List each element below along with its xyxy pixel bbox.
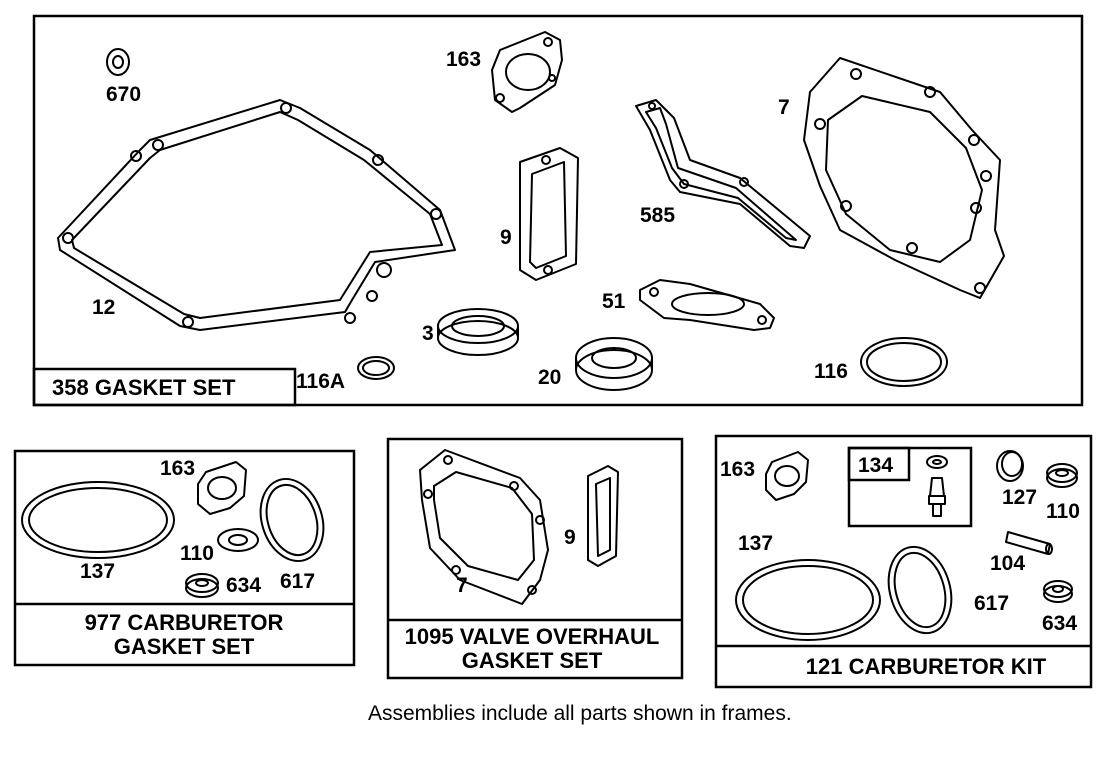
callout-134: 134 xyxy=(858,454,893,477)
kit-title-121: 121 CARBURETOR KIT xyxy=(806,654,1047,679)
callout-3: 3 xyxy=(422,322,434,345)
callout-137-a: 137 xyxy=(80,560,115,583)
callout-51: 51 xyxy=(602,290,626,313)
callout-116a: 116A xyxy=(296,370,345,393)
callout-634-b: 634 xyxy=(1042,612,1077,635)
callout-585: 585 xyxy=(640,204,675,227)
callout-110-b: 110 xyxy=(1046,500,1080,523)
assembly-note: Assemblies include all parts shown in fr… xyxy=(368,702,792,725)
frame-134-needle-and-seat: 134 xyxy=(847,446,973,528)
kit-title-358: 358 GASKET SET xyxy=(52,375,236,400)
part-137-ring xyxy=(21,481,175,559)
frame-1095-valve-overhaul-gasket-set: 1095 VALVE OVERHAUL GASKET SET xyxy=(386,437,684,680)
part-134-needle xyxy=(926,455,948,517)
callout-670: 670 xyxy=(106,83,141,106)
part-51-gasket xyxy=(639,279,775,331)
part-163-gasket-b xyxy=(197,461,247,515)
part-20-seal xyxy=(575,337,653,391)
part-163-gasket xyxy=(491,31,563,113)
callout-163-c: 163 xyxy=(720,458,755,481)
part-116a-oring xyxy=(357,356,395,380)
kit-title-1095-line1: 1095 VALVE OVERHAUL xyxy=(405,624,660,649)
callout-20: 20 xyxy=(538,366,561,389)
callout-110-a: 110 xyxy=(180,542,214,565)
callout-127: 127 xyxy=(1002,486,1037,509)
callout-163: 163 xyxy=(446,48,481,71)
callout-163-b: 163 xyxy=(160,457,195,480)
part-110-washer xyxy=(217,528,259,552)
part-585-gasket xyxy=(635,99,811,249)
callout-634-a: 634 xyxy=(226,574,261,597)
callout-7: 7 xyxy=(778,96,790,119)
part-634-washer-b xyxy=(1043,580,1073,603)
callout-617-b: 617 xyxy=(974,592,1009,615)
part-670-washer xyxy=(106,48,130,76)
part-163-gasket-c xyxy=(765,451,809,501)
callout-9-b: 9 xyxy=(564,526,576,549)
kit-title-977-line1: 977 CARBURETOR xyxy=(85,610,284,635)
part-617-ring-b xyxy=(887,545,953,635)
part-137-ring-b xyxy=(735,559,881,641)
callout-12: 12 xyxy=(92,296,115,319)
callout-104: 104 xyxy=(990,552,1025,575)
part-7-head-gasket-b xyxy=(419,449,549,605)
part-9-gasket xyxy=(519,147,579,281)
part-104-pin xyxy=(1005,531,1053,555)
frame-358-gasket-set: 358 GASKET SET xyxy=(32,14,1084,407)
part-634-washer xyxy=(185,573,219,598)
frame-121-carburetor-kit: 121 CARBURETOR KIT xyxy=(714,434,1093,689)
callout-617-a: 617 xyxy=(280,570,315,593)
callout-137-b: 137 xyxy=(738,532,773,555)
part-7-head-gasket xyxy=(803,57,1005,299)
callout-9: 9 xyxy=(500,226,512,249)
part-116-oring xyxy=(860,337,948,387)
callout-7-b: 7 xyxy=(456,574,468,597)
frame-977-carburetor-gasket-set: 977 CARBURETOR GASKET SET xyxy=(13,449,356,667)
part-127-plug xyxy=(996,450,1024,482)
part-110-washer-b xyxy=(1046,463,1078,488)
kit-title-1095-line2: GASKET SET xyxy=(462,648,603,673)
callout-116: 116 xyxy=(814,360,848,383)
part-12-crankcase-gasket xyxy=(57,99,456,331)
part-617-ring xyxy=(259,477,325,563)
kit-title-977-line2: GASKET SET xyxy=(114,634,255,659)
part-9-gasket-b xyxy=(587,465,619,567)
part-3-seal xyxy=(437,308,519,356)
